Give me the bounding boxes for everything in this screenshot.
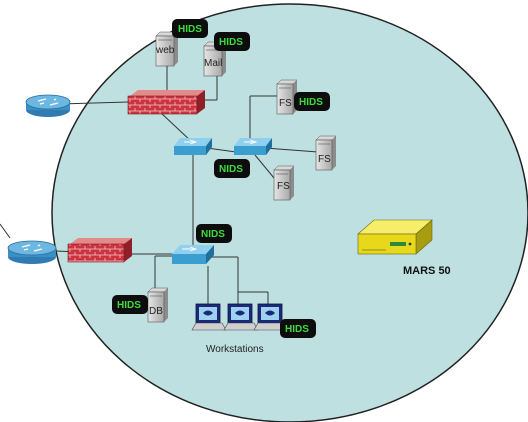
workstation-icon <box>191 303 227 331</box>
hids-badge-fs: HIDS <box>294 92 330 111</box>
hids-badge-db: HIDS <box>112 295 148 314</box>
nids-badge-bottom: NIDS <box>196 224 232 243</box>
firewall-icon <box>127 90 205 115</box>
appliance-label: MARS 50 <box>403 265 451 277</box>
router-icon <box>7 240 57 264</box>
switch-icon <box>172 245 214 264</box>
workstation-icon <box>253 303 289 331</box>
server-fs-3-label: FS <box>277 181 290 192</box>
server-fs-2: FS <box>315 135 337 171</box>
svg-text:HIDS: HIDS <box>219 37 243 48</box>
appliance-icon <box>357 219 433 255</box>
svg-text:HIDS: HIDS <box>178 24 202 35</box>
hids-badge-mail: HIDS <box>214 32 250 51</box>
svg-text:NIDS: NIDS <box>201 229 225 240</box>
switch-icon <box>234 138 272 155</box>
server-fs-1-label: FS <box>279 98 292 109</box>
server-db: DB <box>147 287 169 323</box>
server-fs-2-label: FS <box>318 154 331 165</box>
server-fs-3: FS <box>273 165 295 201</box>
svg-text:HIDS: HIDS <box>117 300 141 311</box>
firewall-icon <box>67 238 132 263</box>
server-mail-label: Mail <box>204 58 222 69</box>
svg-text:HIDS: HIDS <box>299 97 323 108</box>
svg-text:HIDS: HIDS <box>285 324 309 335</box>
hids-badge-workstations: HIDS <box>280 319 316 338</box>
hids-badge-web: HIDS <box>172 19 208 38</box>
server-web-label: web <box>155 45 175 56</box>
svg-text:NIDS: NIDS <box>219 164 243 175</box>
server-db-label: DB <box>149 306 163 317</box>
switch-icon <box>174 138 212 155</box>
router-icon <box>25 94 71 117</box>
nids-badge-top: NIDS <box>214 159 250 178</box>
workstation-icon <box>223 303 259 331</box>
workstations-label: Workstations <box>206 344 264 355</box>
network-zone <box>51 3 528 422</box>
